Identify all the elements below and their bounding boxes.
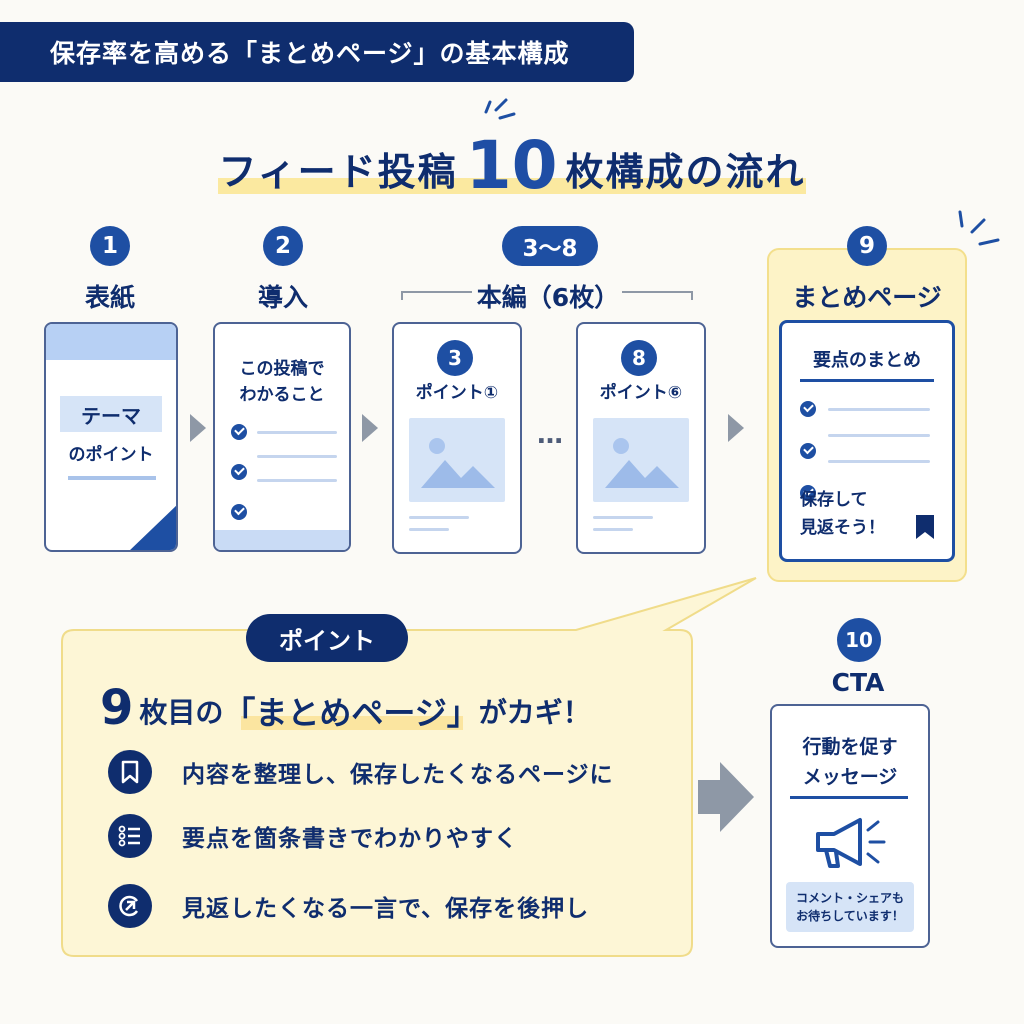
- step2-label: 導入: [257, 283, 308, 312]
- list-line: [257, 455, 337, 458]
- image-placeholder-icon: [593, 418, 689, 502]
- step9-card: 要点のまとめ 保存して 見返そう！: [779, 320, 955, 562]
- group-label: 本編（6枚）: [476, 283, 620, 312]
- step2-number: 2: [263, 226, 303, 266]
- point-bullet-3: 見返したくなる一言で、保存を後押し: [108, 884, 589, 928]
- summary-heading: 要点のまとめ: [813, 350, 921, 371]
- step8-card: 8 ポイント⑥: [576, 322, 706, 554]
- step3-title: ポイント①: [415, 383, 499, 403]
- sparkle-icon: [958, 210, 1000, 246]
- bookmark-icon: [108, 750, 152, 794]
- text-line: [409, 528, 449, 531]
- bullet-text: 要点を箇条書きでわかりやすく: [182, 826, 518, 852]
- point-headline: 9 枚目の 「まとめページ」 がカギ！: [100, 672, 591, 736]
- point-bullet-1: 内容を整理し、保存したくなるページに: [108, 750, 614, 794]
- step2-card: この投稿で わかること: [213, 322, 351, 552]
- point-bullet-2: 要点を箇条書きでわかりやすく: [108, 814, 518, 858]
- step10-number: 10: [837, 618, 881, 662]
- bookmark-icon: [916, 515, 934, 539]
- cta-note-line1: コメント・シェアも: [795, 891, 904, 905]
- cover-corner-shape: [130, 505, 176, 550]
- check-icon: [800, 401, 816, 417]
- cover-theme: テーマ: [60, 396, 162, 432]
- title-prefix: フィード投稿: [218, 150, 458, 194]
- group-number: 3〜8: [502, 226, 598, 266]
- step10-label: CTA: [831, 668, 885, 697]
- headline-part2: がカギ！: [478, 696, 591, 729]
- headline-number: 9: [100, 680, 134, 736]
- list-line: [828, 460, 930, 463]
- image-placeholder-icon: [409, 418, 505, 502]
- arrow-1-2: [190, 414, 206, 442]
- list-line: [828, 408, 930, 411]
- intro-bottom-band: [215, 530, 349, 550]
- cta-line2: メッセージ: [802, 766, 898, 788]
- bullet-text: 見返したくなる一言で、保存を後押し: [182, 896, 590, 922]
- arrow-return-icon: [108, 884, 152, 928]
- arrow-8-9: [728, 414, 744, 442]
- main-title: フィード投稿 10 枚構成の流れ: [0, 112, 1024, 202]
- header-badge: 保存率を高める「まとめページ」の基本構成: [0, 22, 634, 82]
- bullet-text: 内容を整理し、保存したくなるページに: [182, 762, 614, 788]
- step8-number: 8: [621, 340, 657, 376]
- megaphone-icon: [816, 818, 886, 868]
- check-icon: [800, 443, 816, 459]
- title-suffix: 枚構成の流れ: [565, 150, 806, 194]
- save-line1: 保存して: [800, 490, 868, 510]
- save-line2: 見返そう！: [800, 518, 885, 538]
- point-badge: ポイント: [246, 614, 408, 662]
- headline-part1: 枚目の: [139, 696, 224, 729]
- cover-top-band: [46, 324, 176, 360]
- check-icon: [231, 504, 247, 520]
- list-line: [257, 479, 337, 482]
- text-line: [409, 516, 469, 519]
- title-highlight: [218, 178, 806, 194]
- step9-label: まとめページ: [792, 283, 942, 312]
- intro-line1: この投稿で: [239, 359, 325, 379]
- arrow-2-3: [362, 414, 378, 442]
- arrow-9-10: [698, 762, 754, 832]
- check-icon: [800, 485, 816, 501]
- step3-number: 3: [437, 340, 473, 376]
- step1-label: 表紙: [84, 283, 135, 312]
- checklist-icon: [108, 814, 152, 858]
- intro-line2: わかること: [239, 385, 325, 405]
- step10-card: 行動を促す メッセージ コメント・シェアも お待ちしています！: [770, 704, 930, 948]
- sparkle-icon: [484, 98, 516, 120]
- cta-note-box: コメント・シェアも お待ちしています！: [786, 882, 914, 932]
- cta-note-line2: お待ちしています！: [796, 909, 904, 923]
- step9-number: 9: [847, 226, 887, 266]
- list-line: [257, 431, 337, 434]
- check-icon: [231, 424, 247, 440]
- cta-line1: 行動を促す: [802, 736, 898, 758]
- cover-subtitle: のポイント: [68, 445, 154, 465]
- step3-card: 3 ポイント①: [392, 322, 522, 554]
- text-line: [593, 528, 633, 531]
- check-icon: [231, 464, 247, 480]
- title-number: 10: [465, 127, 558, 204]
- step8-title: ポイント⑥: [599, 383, 683, 403]
- ellipsis: …: [537, 420, 563, 450]
- text-line: [593, 516, 653, 519]
- point-callout-bg: [61, 577, 757, 957]
- summary-underline: [800, 379, 934, 382]
- step1-card: テーマ のポイント: [44, 322, 178, 552]
- list-line: [828, 434, 930, 437]
- cta-underline: [790, 796, 908, 799]
- step1-number: 1: [90, 226, 130, 266]
- cover-underline: [68, 476, 156, 480]
- headline-highlight: [241, 716, 463, 730]
- group-bracket: [401, 291, 693, 300]
- headline-quote: 「まとめページ」: [223, 694, 479, 732]
